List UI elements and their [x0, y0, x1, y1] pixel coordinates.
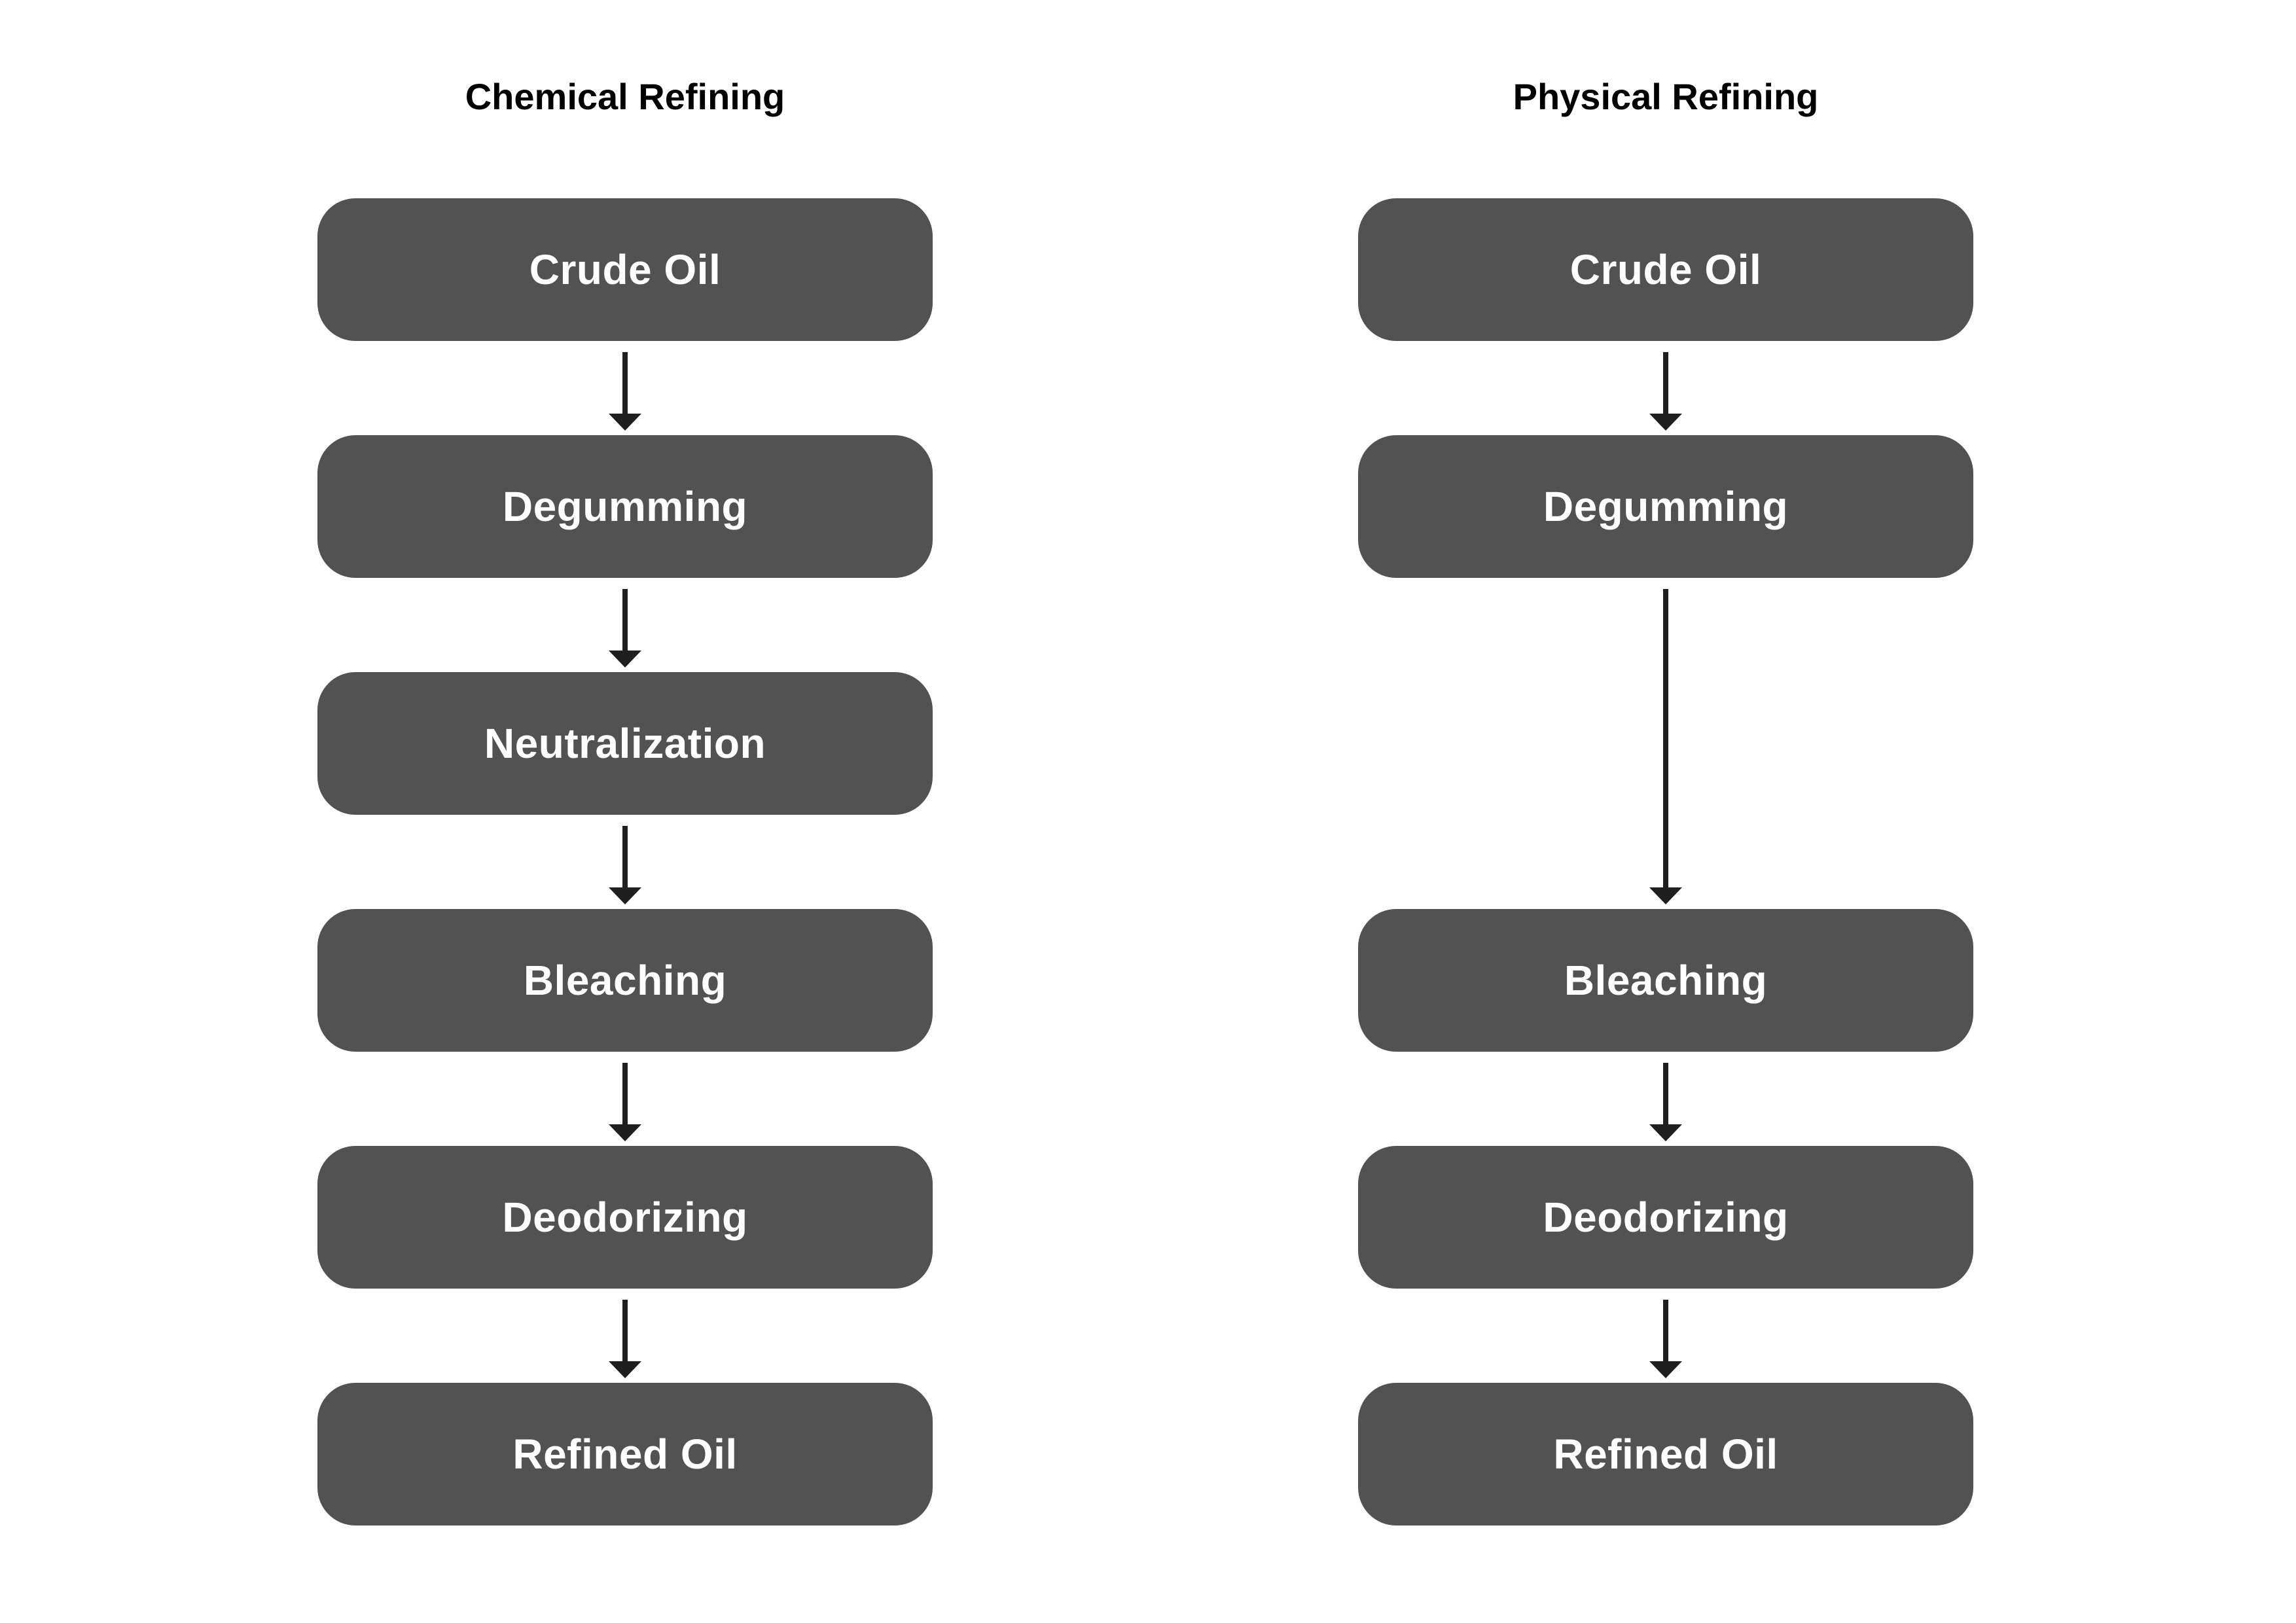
column-title: Physical Refining — [1513, 76, 1819, 117]
step-box-deodorizing: Deodorizing — [1358, 1146, 1973, 1289]
step-label: Bleaching — [1564, 957, 1768, 1004]
step-box-refined-oil: Refined Oil — [1358, 1383, 1973, 1525]
physical-refining-column: Physical Refining Crude Oil Degumming Bl… — [1358, 0, 1973, 1623]
step-box-neutralization: Neutralization — [317, 672, 933, 815]
arrow-down-icon — [609, 1063, 641, 1141]
step-box-degumming: Degumming — [317, 435, 933, 578]
step-label: Deodorizing — [1543, 1194, 1789, 1241]
arrow-down-icon — [609, 1300, 641, 1378]
column-title: Chemical Refining — [465, 76, 785, 117]
arrow-down-icon — [1649, 1300, 1682, 1378]
arrow-down-long-icon — [1649, 589, 1682, 904]
step-box-crude-oil: Crude Oil — [1358, 198, 1973, 341]
arrow-down-icon — [1649, 352, 1682, 431]
step-box-bleaching: Bleaching — [317, 909, 933, 1052]
step-label: Crude Oil — [529, 246, 721, 293]
step-label: Refined Oil — [1553, 1431, 1778, 1478]
arrow-down-icon — [609, 826, 641, 904]
step-label: Deodorizing — [502, 1194, 748, 1241]
chemical-refining-column: Chemical Refining Crude Oil Degumming Ne… — [317, 0, 933, 1623]
step-label: Neutralization — [484, 720, 766, 767]
step-label: Crude Oil — [1570, 246, 1762, 293]
arrow-down-icon — [609, 589, 641, 668]
step-box-degumming: Degumming — [1358, 435, 1973, 578]
step-label: Refined Oil — [512, 1431, 738, 1478]
step-box-deodorizing: Deodorizing — [317, 1146, 933, 1289]
step-box-refined-oil: Refined Oil — [317, 1383, 933, 1525]
step-box-crude-oil: Crude Oil — [317, 198, 933, 341]
step-box-bleaching: Bleaching — [1358, 909, 1973, 1052]
step-label: Degumming — [1543, 483, 1789, 530]
arrow-down-icon — [1649, 1063, 1682, 1141]
arrow-down-icon — [609, 352, 641, 431]
step-label: Bleaching — [523, 957, 727, 1004]
step-label: Degumming — [502, 483, 748, 530]
